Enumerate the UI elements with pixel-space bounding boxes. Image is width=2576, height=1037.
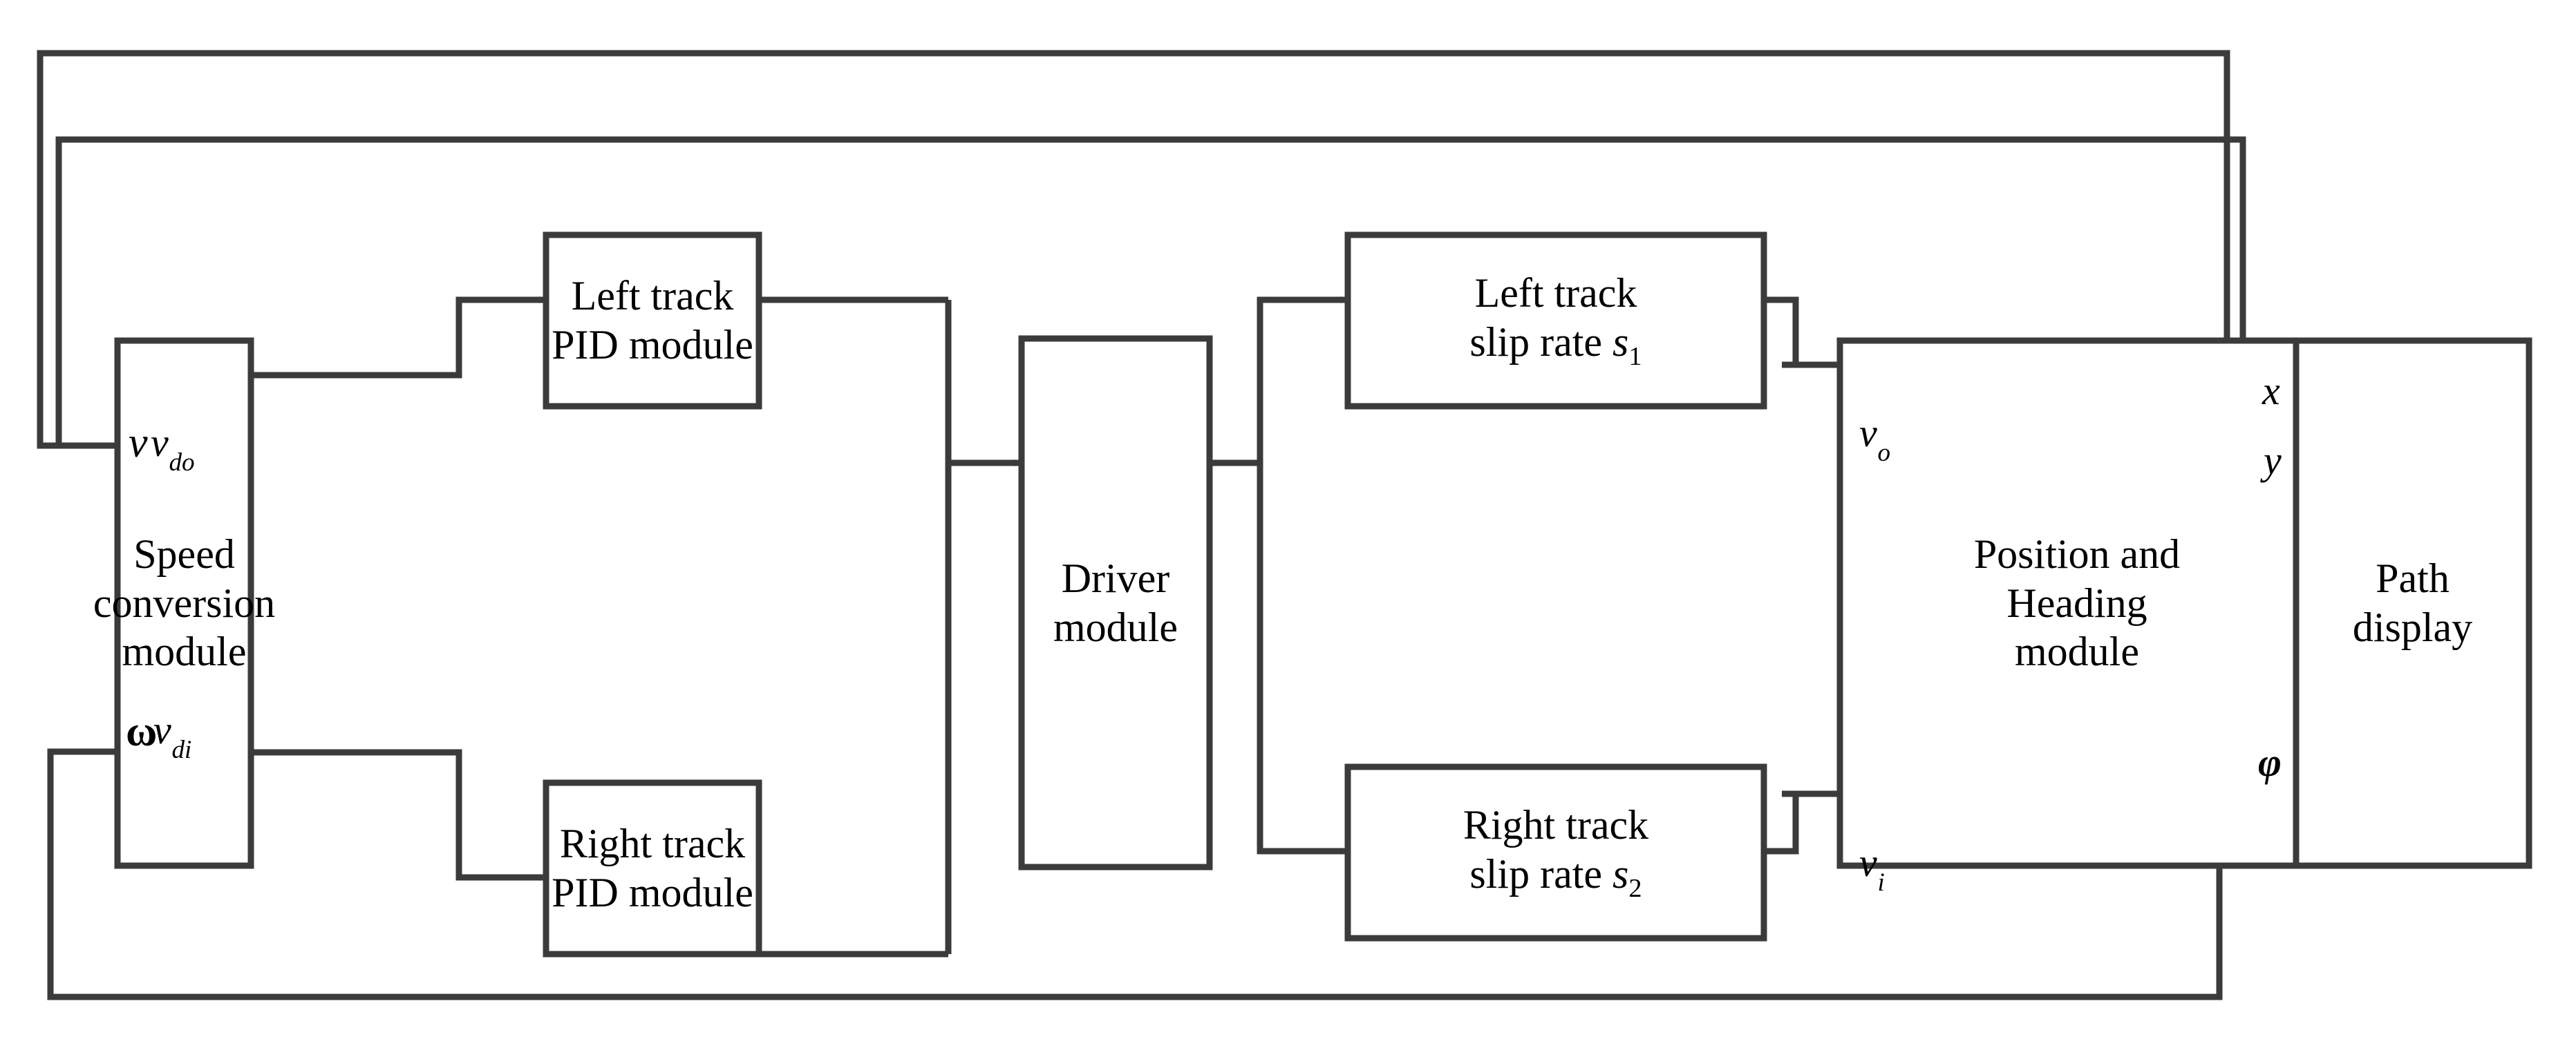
port-label-vdo: vdo bbox=[151, 420, 195, 475]
port-v-symbol: v bbox=[129, 419, 148, 466]
block-left-slip-rate[interactable] bbox=[1344, 231, 1767, 410]
port-vi-symbol: v bbox=[1859, 840, 1877, 885]
block-left-pid[interactable] bbox=[543, 231, 762, 410]
block-right-slip-rate[interactable] bbox=[1344, 763, 1767, 942]
port-label-vdi: vdi bbox=[153, 707, 191, 763]
port-label-vo: vo bbox=[1859, 410, 1890, 466]
port-label-vi: vi bbox=[1859, 840, 1885, 895]
block-driver[interactable] bbox=[1018, 335, 1213, 870]
wire-feedback-phi-bottom bbox=[47, 748, 2223, 1000]
port-phi-symbol: φ bbox=[2258, 740, 2282, 785]
port-omega-symbol: ω bbox=[126, 708, 158, 755]
block-speed-conversion[interactable] bbox=[114, 337, 254, 869]
block-right-pid[interactable] bbox=[543, 779, 762, 958]
port-label-y: y bbox=[2264, 441, 2282, 481]
block-position-heading[interactable] bbox=[1836, 337, 2318, 869]
port-label-phi: φ bbox=[2258, 743, 2282, 783]
port-label-x: x bbox=[2262, 371, 2280, 411]
port-vo-symbol: v bbox=[1859, 410, 1877, 455]
port-vdi-symbol: v bbox=[153, 707, 171, 752]
port-label-omega: ω bbox=[126, 710, 157, 753]
port-vo-subscript: o bbox=[1877, 438, 1891, 467]
port-vdo-symbol: v bbox=[151, 420, 169, 465]
wire-vdi-to-right-pid bbox=[178, 749, 484, 881]
port-y-symbol: y bbox=[2264, 438, 2282, 483]
port-vdo-subscript: do bbox=[169, 448, 195, 477]
port-vdi-subscript: di bbox=[171, 735, 192, 764]
port-label-v: v bbox=[129, 421, 148, 464]
wire-feedback-y-inner bbox=[55, 136, 2246, 466]
wire-driver-to-left-slip bbox=[1257, 296, 1287, 463]
wire-driver-to-right-slip bbox=[1257, 463, 1287, 855]
wire-vdo-to-left-pid bbox=[178, 296, 484, 379]
port-x-symbol: x bbox=[2262, 368, 2280, 413]
block-path-display[interactable] bbox=[2293, 337, 2532, 869]
wire-right-slip-to-vi bbox=[1762, 790, 1799, 855]
wire-left-slip-to-vo bbox=[1762, 296, 1799, 368]
port-vi-subscript: i bbox=[1877, 868, 1885, 897]
